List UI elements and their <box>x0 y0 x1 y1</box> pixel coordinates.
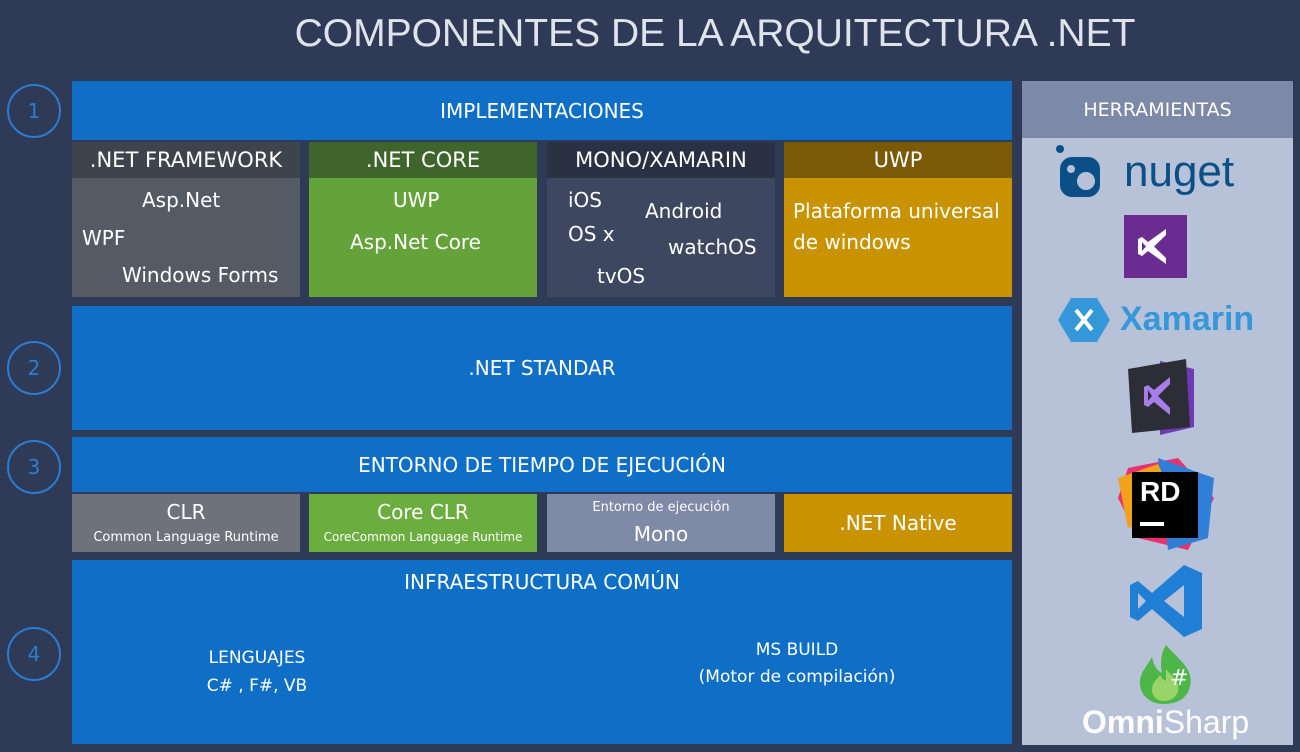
runtime-native: .NET Native <box>784 494 1012 552</box>
infrastructure-title: INFRAESTRUCTURA COMÚN <box>404 570 680 594</box>
coreclr-title: Core CLR <box>377 500 469 524</box>
nuget-logo: nuget <box>1052 145 1262 205</box>
nuget-text: nuget <box>1124 147 1235 196</box>
xamarin-text: Xamarin <box>1120 300 1255 338</box>
mono-item-android: Android <box>645 199 723 223</box>
core-item-uwp: UWP <box>393 188 440 212</box>
rider-logo: RD <box>1118 458 1214 550</box>
runtime-header: ENTORNO DE TIEMPO DE EJECUCIÓN <box>72 437 1012 492</box>
infrastructure-block: INFRAESTRUCTURA COMÚN LENGUAJES C# , F#,… <box>72 560 1012 744</box>
uwp-column: UWP Plataforma universal de windows <box>784 142 1012 297</box>
clr-subtitle: Common Language Runtime <box>93 530 279 545</box>
coreclr-subtitle: CoreCommon Language Runtime <box>323 530 523 544</box>
rider-text: RD <box>1140 476 1181 507</box>
layer-number-2: 2 <box>7 341 61 395</box>
page-title: COMPONENTES DE LA ARQUITECTURA .NET <box>294 12 1136 55</box>
visual-studio-mac-logo <box>1120 355 1200 437</box>
mono-item-tvos: tvOS <box>597 264 646 288</box>
mono-item-osx: OS x <box>568 222 615 246</box>
framework-item-aspnet: Asp.Net <box>142 188 221 212</box>
layer-number-4: 4 <box>7 627 61 681</box>
visual-studio-logo <box>1124 215 1187 278</box>
framework-column: .NET FRAMEWORK Asp.Net WPF Windows Forms <box>72 142 300 297</box>
framework-item-winforms: Windows Forms <box>122 263 279 287</box>
languages-value: C# , F#, VB <box>206 676 308 696</box>
clr-title: CLR <box>166 500 206 524</box>
xamarin-icon <box>1058 298 1110 342</box>
msbuild-value: (Motor de compilación) <box>698 667 896 687</box>
tools-header: HERRAMIENTAS <box>1022 81 1293 138</box>
nuget-icon <box>1056 145 1100 197</box>
layer-number-3: 3 <box>7 440 61 494</box>
vscode-logo <box>1128 563 1204 639</box>
mono-header: MONO/XAMARIN <box>547 142 775 178</box>
rider-icon <box>1118 458 1214 550</box>
implementations-header: IMPLEMENTACIONES <box>72 81 1012 140</box>
omnisharp-text-light: Sharp <box>1163 704 1250 740</box>
vscode-icon <box>1130 565 1202 637</box>
framework-item-wpf: WPF <box>82 226 126 250</box>
svg-text:#: # <box>1170 666 1188 691</box>
mono-runtime-subtitle: Entorno de ejecución <box>592 500 730 515</box>
mono-item-watchos: watchOS <box>668 235 757 259</box>
omnisharp-logo: OmniSharp <box>1082 704 1262 744</box>
core-item-aspnetcore: Asp.Net Core <box>350 230 481 254</box>
uwp-line-1: Plataforma universal <box>793 199 1000 223</box>
uwp-line-2: de windows <box>793 230 911 254</box>
xamarin-logo: Xamarin <box>1058 296 1258 346</box>
mono-column: MONO/XAMARIN iOS Android OS x watchOS tv… <box>547 142 775 297</box>
uwp-header: UWP <box>784 142 1012 178</box>
omnisharp-text-bold: Omni <box>1082 704 1164 740</box>
framework-header: .NET FRAMEWORK <box>72 142 300 178</box>
mono-item-ios: iOS <box>568 188 602 212</box>
runtime-mono: Entorno de ejecución Mono <box>547 494 775 552</box>
languages-title: LENGUAJES <box>208 648 306 668</box>
omnisharp-flame-icon: # <box>1130 643 1200 705</box>
core-column: .NET CORE UWP Asp.Net Core <box>309 142 537 297</box>
visual-studio-mac-icon <box>1128 359 1194 435</box>
runtime-clr: CLR Common Language Runtime <box>72 494 300 552</box>
runtime-coreclr: Core CLR CoreCommon Language Runtime <box>309 494 537 552</box>
msbuild-title: MS BUILD <box>755 640 839 660</box>
core-header: .NET CORE <box>309 142 537 178</box>
net-standard-block: .NET STANDAR <box>72 306 1012 430</box>
visual-studio-icon <box>1138 229 1166 264</box>
mono-runtime-title: Mono <box>633 522 689 546</box>
layer-number-1: 1 <box>7 84 61 138</box>
